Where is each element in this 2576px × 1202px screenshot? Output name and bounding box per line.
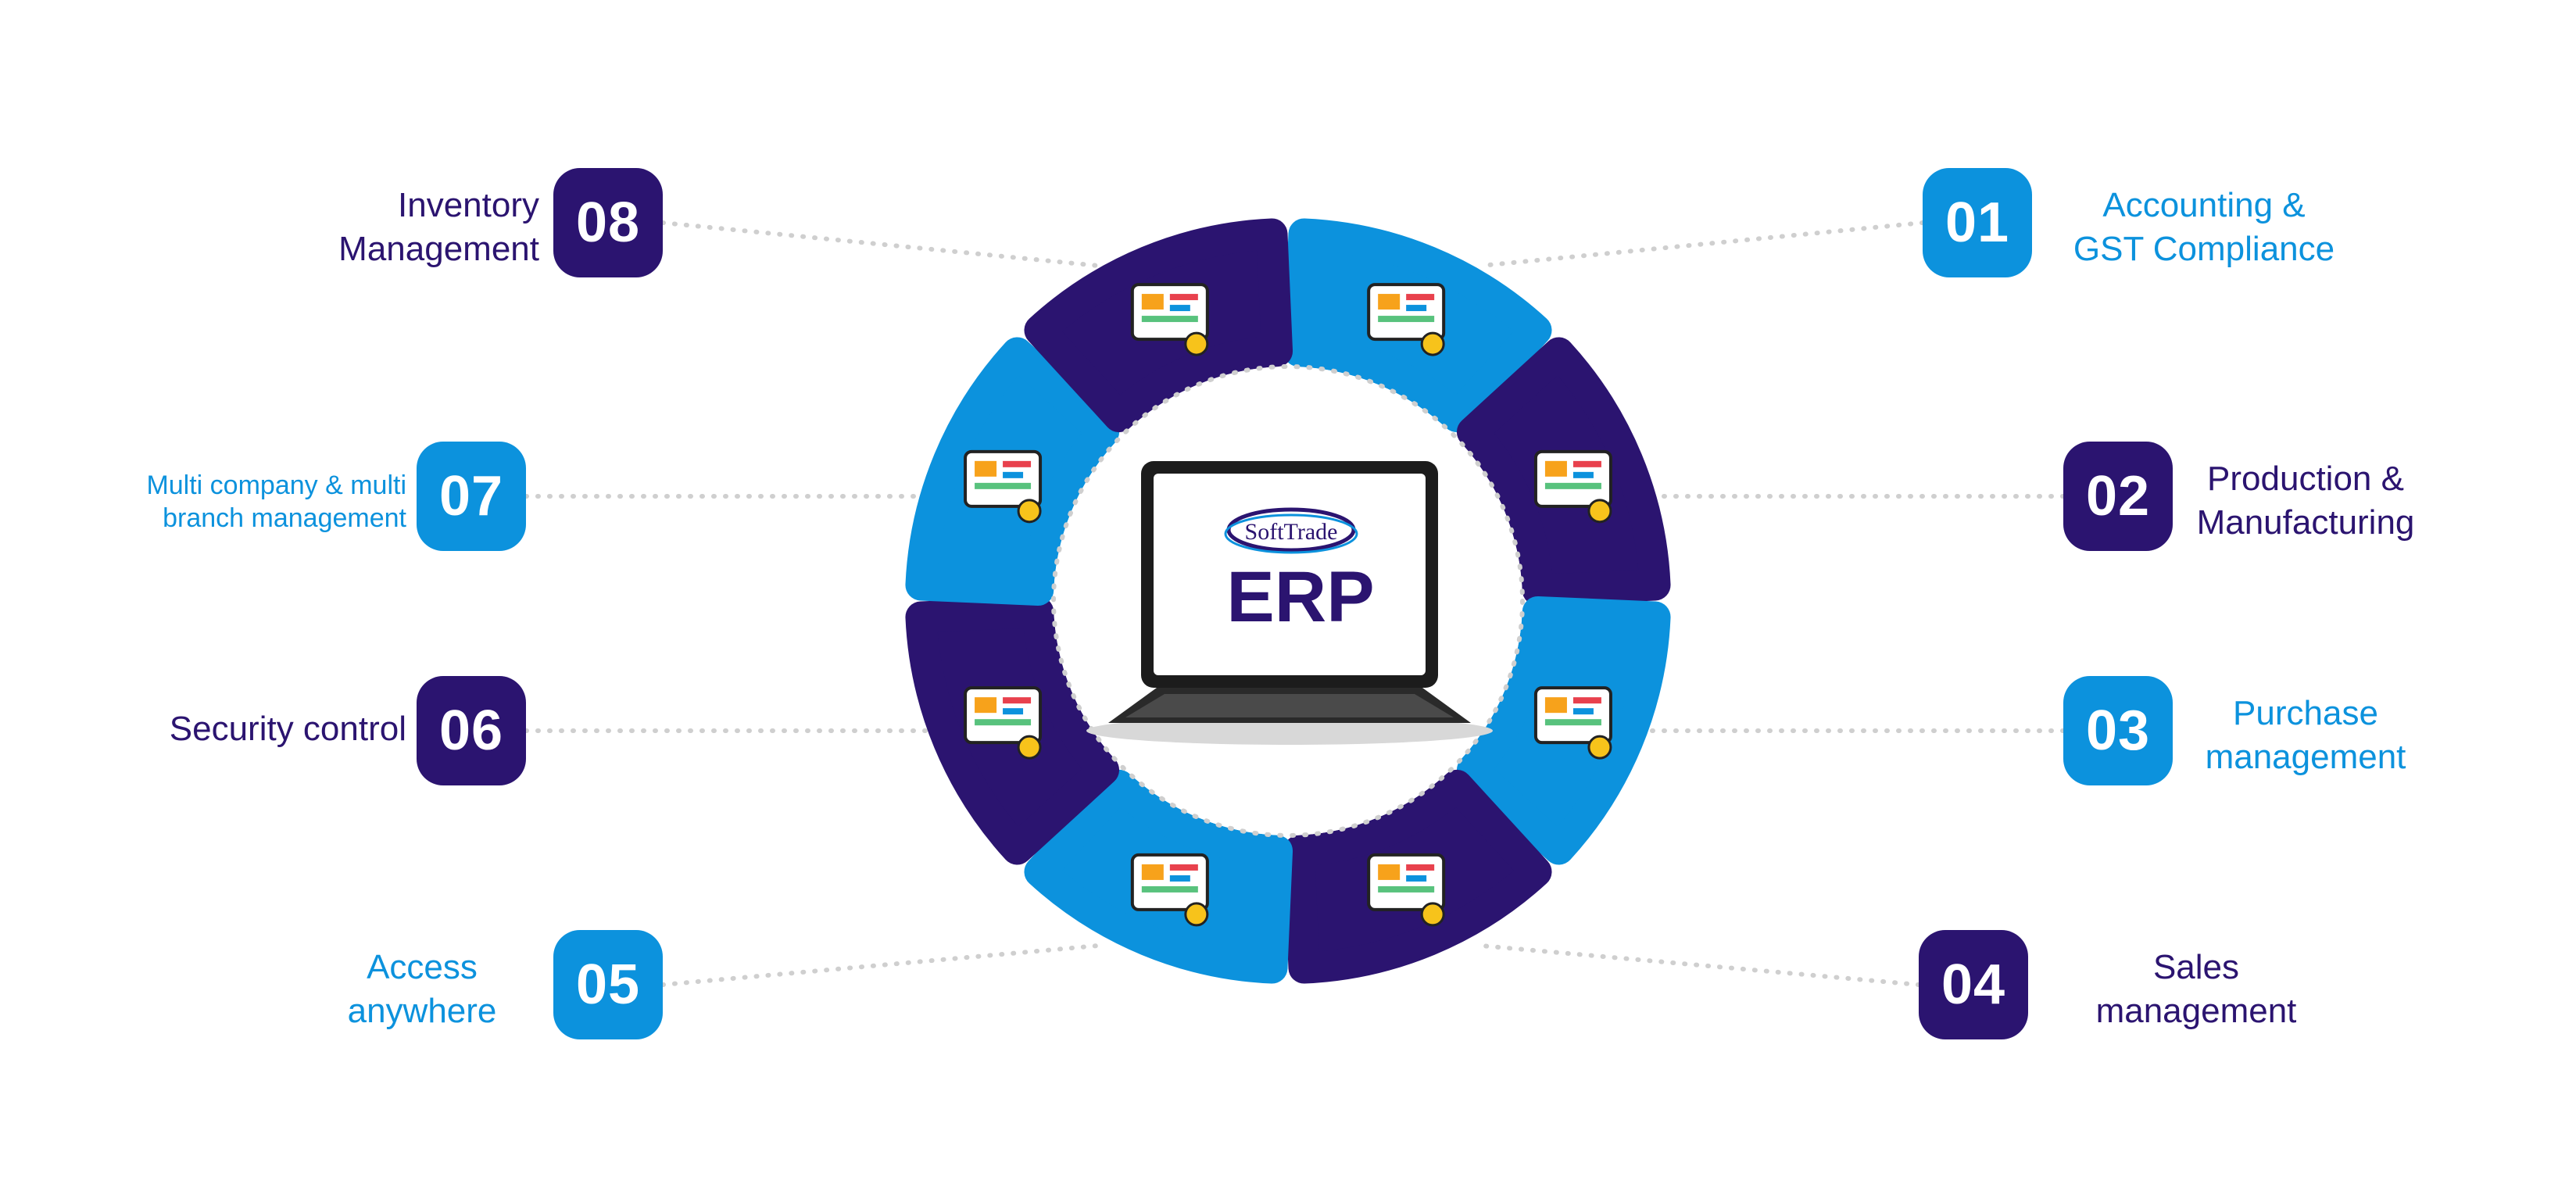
module-label-line: Management (338, 230, 539, 268)
security-monitor-icon (964, 686, 1043, 760)
purchase-hand-icon (1533, 686, 1612, 760)
sales-growth-icon (1367, 853, 1446, 927)
module-label-line: anywhere (347, 992, 497, 1030)
module-label-04: Sales management (1993, 946, 2399, 1033)
module-label-05: Access anywhere (219, 946, 625, 1033)
module-label-line: Manufacturing (2196, 503, 2415, 542)
tablet-shadow (1086, 717, 1493, 745)
remote-work-icon (1130, 853, 1209, 927)
segment-icons (964, 283, 1612, 927)
erp-title: ERP (1226, 557, 1374, 637)
module-label-03: Purchase management (2102, 692, 2509, 779)
module-label-line: Security control (169, 710, 406, 748)
tablet-device: SoftTrade ERP (1086, 461, 1493, 745)
office-building-icon (964, 449, 1043, 524)
keyboard-keys (1125, 694, 1454, 717)
connector-lines (524, 220, 2066, 987)
module-label-01: Accounting & GST Compliance (2001, 184, 2407, 271)
module-label-line: branch management (163, 503, 406, 533)
badge-05: 05 (553, 930, 663, 1039)
module-label-line: Inventory (398, 186, 539, 224)
connector-01 (1479, 220, 1925, 268)
accounting-laptop-icon (1367, 283, 1446, 356)
softtrade-logo-swoosh (1226, 507, 1356, 553)
softtrade-logo-swoosh-blue (1224, 513, 1358, 554)
connector-05 (660, 943, 1100, 987)
badge-07: 07 (417, 442, 526, 551)
module-label-line: Access (367, 948, 478, 986)
module-label-06: Security control (0, 707, 406, 751)
module-label-line: management (2205, 738, 2406, 776)
module-label-line: Accounting & (2102, 186, 2306, 224)
module-label-line: Production & (2207, 460, 2404, 498)
module-label-line: Sales (2152, 948, 2240, 986)
badge-02: 02 (2063, 442, 2173, 551)
tablet-screen (1154, 474, 1426, 675)
inventory-boxes-icon (1130, 283, 1209, 356)
connector-04 (1479, 943, 1921, 987)
badge-04: 04 (1919, 930, 2028, 1039)
module-label-line: management (2095, 992, 2297, 1030)
softtrade-logo-text: SoftTrade (1245, 519, 1338, 545)
badge-08: 08 (553, 168, 663, 277)
module-label-line: Purchase (2233, 694, 2378, 732)
badge-01: 01 (1923, 168, 2032, 277)
module-label-02: Production & Manufacturing (2102, 457, 2509, 545)
module-label-line: Multi company & multi (146, 470, 406, 500)
badge-06: 06 (417, 676, 526, 785)
module-label-line: GST Compliance (2073, 230, 2335, 268)
badge-03: 03 (2063, 676, 2173, 785)
connector-08 (660, 220, 1100, 268)
factory-conveyor-icon (1533, 449, 1612, 524)
